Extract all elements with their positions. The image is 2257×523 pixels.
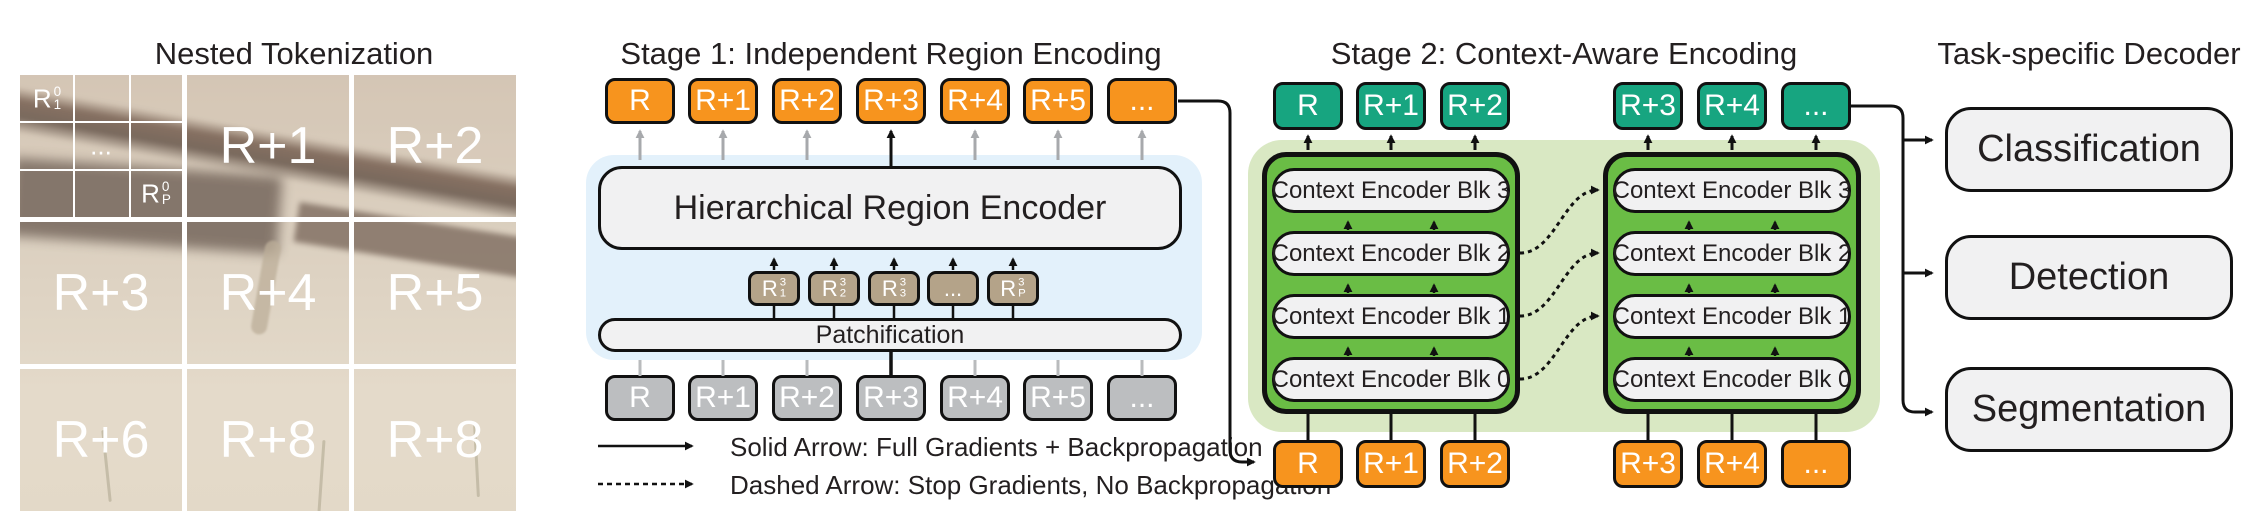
task-box-classification: Classification xyxy=(1945,107,2233,192)
context-encoder-stack-right: Context Encoder Blk 3 Context Encoder Bl… xyxy=(1603,152,1861,414)
region-cell-label: R+1 xyxy=(219,117,317,175)
context-encoder-block: Context Encoder Blk 2 xyxy=(1272,231,1510,276)
subgrid-line xyxy=(129,75,131,217)
context-encoder-block: Context Encoder Blk 1 xyxy=(1613,294,1851,339)
panel-title-stage2: Stage 2: Context-Aware Encoding xyxy=(1330,36,1798,71)
stage1-input-token: R+5 xyxy=(1023,375,1093,421)
grid-line xyxy=(20,364,516,369)
region-cell-label: R+6 xyxy=(52,411,150,469)
stage1-input-token: R+1 xyxy=(688,375,758,421)
stage1-output-token: R+1 xyxy=(688,78,758,124)
stage2-output-token: ... xyxy=(1781,82,1851,130)
hierarchical-region-encoder-box: Hierarchical Region Encoder xyxy=(598,166,1182,250)
context-encoder-block: Context Encoder Blk 0 xyxy=(1272,357,1510,402)
stage2-output-token: R+3 xyxy=(1613,82,1683,130)
stage1-output-token: R+3 xyxy=(856,78,926,124)
stage1-input-token: R+4 xyxy=(940,375,1010,421)
legend-arrows xyxy=(598,441,694,489)
stage2-output-token: R+4 xyxy=(1697,82,1767,130)
subgrid-line xyxy=(20,121,182,123)
stage1-output-token: R+4 xyxy=(940,78,1010,124)
stage1-input-token: ... xyxy=(1107,375,1177,421)
stage2-input-token: R+1 xyxy=(1356,440,1426,488)
context-encoder-block: Context Encoder Blk 2 xyxy=(1613,231,1851,276)
photo-wash-overlay xyxy=(20,75,516,511)
context-encoder-block: Context Encoder Blk 3 xyxy=(1613,168,1851,213)
region-cell-label: R+2 xyxy=(386,117,484,175)
task-box-detection: Detection xyxy=(1945,235,2233,320)
stage2-output-token: R xyxy=(1273,82,1343,130)
context-encoder-stack-left: Context Encoder Blk 3 Context Encoder Bl… xyxy=(1262,152,1520,414)
grid-line xyxy=(349,75,354,511)
grid-line xyxy=(20,217,516,222)
subgrid-line xyxy=(73,75,75,217)
context-encoder-block: Context Encoder Blk 1 xyxy=(1272,294,1510,339)
context-encoder-block: Context Encoder Blk 3 xyxy=(1272,168,1510,213)
patch-token-ellipsis: ... xyxy=(927,271,979,306)
legend-solid-arrow-text: Solid Arrow: Full Gradients + Backpropag… xyxy=(730,432,1263,462)
stage1-input-token: R+3 xyxy=(856,375,926,421)
patchification-bar: Patchification xyxy=(598,318,1182,352)
stage2-output-token: R+1 xyxy=(1356,82,1426,130)
panel-title-decoder: Task-specific Decoder xyxy=(1937,36,2241,71)
stage2-input-token: ... xyxy=(1781,440,1851,488)
task-box-segmentation: Segmentation xyxy=(1945,367,2233,452)
stage2-output-token: R+2 xyxy=(1440,82,1510,130)
subgrid-label-ellipsis: ... xyxy=(90,130,112,161)
region-cell-label: R+3 xyxy=(52,264,150,322)
region-cell-label: R+8 xyxy=(219,411,317,469)
stage2-input-token: R+4 xyxy=(1697,440,1767,488)
stage1-output-token: ... xyxy=(1107,78,1177,124)
region-cell-label: R+5 xyxy=(386,264,484,322)
panel-title-tokenization: Nested Tokenization xyxy=(154,36,434,71)
stage1-output-token: R xyxy=(605,78,675,124)
stage1-output-token: R+5 xyxy=(1023,78,1093,124)
grid-line xyxy=(182,75,187,511)
stage1-input-token: R xyxy=(605,375,675,421)
legend-dashed-arrow-text: Dashed Arrow: Stop Gradients, No Backpro… xyxy=(730,470,1332,500)
region-cell-label: R+4 xyxy=(219,264,317,322)
region-cell-label: R+8 xyxy=(386,411,484,469)
stage1-input-token: R+2 xyxy=(772,375,842,421)
subgrid-line xyxy=(20,169,182,171)
stage2-input-token: R+2 xyxy=(1440,440,1510,488)
context-encoder-block: Context Encoder Blk 0 xyxy=(1613,357,1851,402)
stage2-input-token: R xyxy=(1273,440,1343,488)
stage1-output-token: R+2 xyxy=(772,78,842,124)
stage2-input-token: R+3 xyxy=(1613,440,1683,488)
panel-title-stage1: Stage 1: Independent Region Encoding xyxy=(620,36,1162,71)
